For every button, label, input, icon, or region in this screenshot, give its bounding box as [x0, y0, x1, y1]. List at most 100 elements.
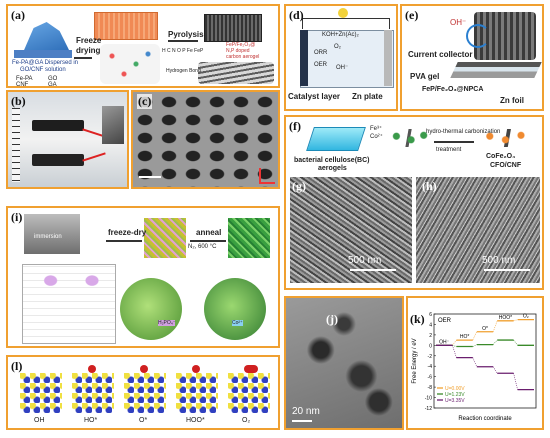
immersion-text: immersion	[34, 234, 62, 240]
panel-label-l: (l)	[11, 359, 23, 373]
fiber-network-2	[482, 129, 534, 147]
step-label-1: HO*	[460, 334, 470, 340]
solution-text-1: Fe-PA@GA Dispersed in	[12, 60, 79, 66]
pyrolysis-text: Pyrolysis	[168, 30, 204, 39]
scale-bar-j	[292, 420, 312, 422]
zn-plate-text: Zn plate	[352, 92, 383, 101]
panel-b: (b)	[6, 90, 129, 189]
bc-text-2: aerogels	[318, 165, 347, 172]
panel-label-d: (d)	[289, 8, 304, 22]
connector-2-2	[492, 366, 498, 374]
legend-fe-pa: Fe-PA	[16, 76, 33, 82]
connector-1-1	[472, 344, 477, 347]
panel-a: (a) Fe-PA@GA Dispersed in GO/CNF solutio…	[6, 4, 280, 88]
axis-indicator	[259, 168, 275, 184]
fe-pa-ga-sponge	[23, 22, 70, 52]
electrolyte-text: KOH+Zn(Ac)₂	[322, 32, 359, 38]
bulb-icon	[338, 8, 348, 18]
species-label-ho: HO*	[84, 417, 98, 424]
sem-honeycomb	[133, 92, 278, 187]
product-text-1: FeP/Fe₂O₃@	[226, 42, 256, 48]
product-text-3: carbon aerogel	[226, 54, 260, 60]
panel-e: (e) OH⁻ Current collector PVA gel FeP/Fe…	[400, 4, 544, 111]
current-collector-text: Current collector	[408, 50, 473, 59]
legend-label-0: U=0.00V	[445, 386, 465, 392]
adsorbate-o2	[244, 365, 258, 373]
legend-cnf: CNF	[16, 82, 29, 88]
hydrogen-bond-legend: Hydrogen Bond	[166, 68, 201, 74]
cofe2o4-text: CoFe₂O₄	[486, 153, 516, 160]
fiber-network-1	[388, 129, 430, 147]
connector-1-2	[492, 339, 498, 345]
step-label-2: O*	[482, 326, 488, 332]
panel-label-c: (c)	[137, 94, 153, 109]
adsorbate-hoo	[192, 365, 200, 373]
pva-gel-text: PVA gel	[410, 72, 440, 81]
step-label-0: OH⁻	[439, 339, 450, 345]
orr-text: ORR	[314, 50, 328, 56]
freeze-drying-text-2: drying	[76, 46, 101, 55]
structure-hoo	[176, 373, 218, 413]
panel-label-a: (a)	[11, 8, 25, 22]
connector-2-0	[452, 345, 457, 358]
zinc-plate	[384, 30, 392, 86]
legend-label-2: U=3.35V	[445, 398, 465, 404]
panel-l: (l) OH HO* O* HOO* O₂	[6, 355, 280, 430]
zn-foil-text: Zn foil	[500, 96, 524, 105]
anneal-arrow	[190, 240, 226, 242]
sem-image-g	[290, 177, 412, 283]
anneal-condition-text: N₂, 600 °C	[188, 244, 217, 250]
electrolyte-cell	[300, 30, 394, 88]
connector-0-3	[513, 319, 518, 322]
ruler	[12, 108, 20, 182]
oh-ion-text: OH⁻	[450, 18, 467, 27]
hydrothermal-text: hydro-thermal carbonization	[426, 129, 501, 135]
connector-1-3	[513, 339, 518, 346]
molecular-network	[100, 44, 160, 84]
freeze-arrow	[74, 57, 92, 59]
oer-text: OER	[314, 62, 328, 68]
atom-legend: H C N O P Fe FeP	[162, 48, 204, 54]
species-label-o: O*	[139, 417, 148, 424]
phosphate-ion-text: H₂PO₄⁻	[158, 320, 176, 326]
panel-label-b: (b)	[11, 94, 26, 108]
solution-text-2: GO/CNF solution	[20, 67, 66, 73]
adsorbate-ho	[88, 365, 96, 373]
step-label-4: O₂	[523, 314, 529, 320]
bc-aerogel-block	[306, 127, 366, 151]
oh-text: OH⁻	[336, 65, 349, 71]
molecule-structure	[22, 264, 116, 344]
y-tick-label-8: 4	[429, 322, 432, 328]
panel-label-k: (k)	[410, 312, 425, 326]
aerogel-sample-top	[32, 120, 84, 131]
pyrolysis-arrow	[168, 40, 198, 42]
freeze-dry-text: freeze-dry	[108, 228, 147, 237]
panel-label-g: (g)	[292, 179, 306, 193]
adsorbate-o	[140, 365, 148, 373]
x-axis-label: Reaction coordinate	[458, 416, 512, 422]
connector-2-3	[513, 373, 518, 390]
freeze-drying-text-1: Freeze	[76, 36, 102, 45]
y-tick-label-7: 2	[429, 333, 432, 339]
step-label-3: HOO*	[499, 315, 512, 321]
fe-ion-text: Fe³⁺	[370, 126, 383, 132]
panel-j: (j) 20 nm	[284, 296, 404, 430]
blue-ring	[466, 24, 490, 48]
species-label-oh: OH	[34, 417, 45, 424]
scale-label-h: 500 nm	[482, 255, 516, 266]
y-tick-label-4: -4	[428, 364, 433, 370]
bc-text-1: bacterial cellulose(BC)	[294, 157, 370, 164]
o2-text: O₂	[334, 44, 341, 50]
connector-2-1	[472, 357, 478, 367]
panel-label-i: (i)	[11, 210, 23, 224]
sem-image-h	[416, 177, 540, 283]
structure-ho	[72, 373, 114, 413]
scale-label-j: 20 nm	[292, 406, 320, 417]
panel-c: (c)	[131, 90, 280, 189]
circuit-wire	[302, 18, 390, 29]
y-tick-label-1: -10	[425, 396, 432, 402]
tem-image	[286, 298, 402, 428]
y-tick-label-9: 6	[429, 312, 432, 318]
